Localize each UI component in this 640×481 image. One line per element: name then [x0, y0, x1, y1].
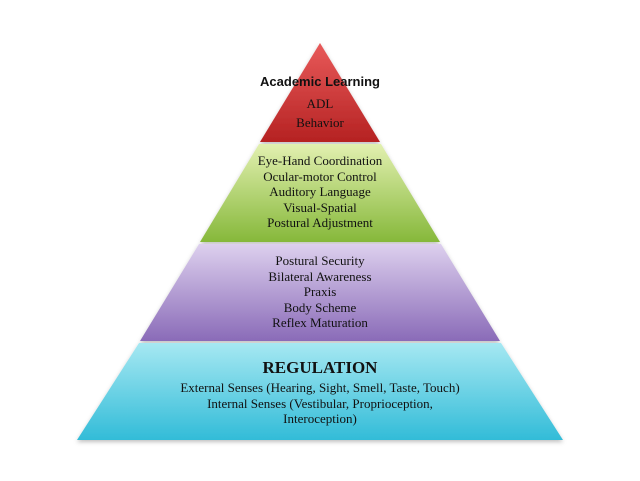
tier-2-item: Auditory Language: [269, 184, 371, 199]
tier-2-text: Eye-Hand Coordination Ocular-motor Contr…: [0, 153, 640, 231]
tier-2-item: Visual-Spatial: [283, 199, 357, 215]
tier-2-shape: [200, 144, 440, 242]
tier-4-shape: [77, 343, 563, 440]
tier-3-item: Postural Security: [275, 253, 365, 268]
tier-1-item: Behavior: [296, 114, 344, 130]
tier-3-item: Praxis: [303, 284, 337, 299]
tier-3-item: Bilateral Awareness: [268, 268, 372, 284]
tier-1-item: ADL: [306, 95, 334, 111]
tier-2-item: Postural Adjustment: [267, 215, 373, 230]
tier-4-title: REGULATION: [262, 358, 378, 377]
tier-3-shape: [140, 244, 500, 341]
tier-3-item: Reflex Maturation: [272, 315, 368, 330]
tier-4-item: External Senses (Hearing, Sight, Smell, …: [180, 380, 460, 395]
tier-2-item: Ocular-motor Control: [263, 168, 377, 184]
tier-1-text: Academic Learning ADL Behavior: [0, 74, 640, 132]
tier-1-shape: [260, 43, 380, 142]
tier-4-item: Interoception): [283, 411, 357, 426]
tier-4-item: Internal Senses (Vestibular, Propriocept…: [207, 395, 433, 411]
tier-3-text: Postural Security Bilateral Awareness Pr…: [0, 253, 640, 331]
tier-1-title: Academic Learning: [260, 74, 380, 89]
tier-2-item: Eye-Hand Coordination: [257, 153, 383, 168]
tier-4-text: REGULATION External Senses (Hearing, Sig…: [0, 358, 640, 427]
tier-3-item: Body Scheme: [283, 299, 357, 315]
